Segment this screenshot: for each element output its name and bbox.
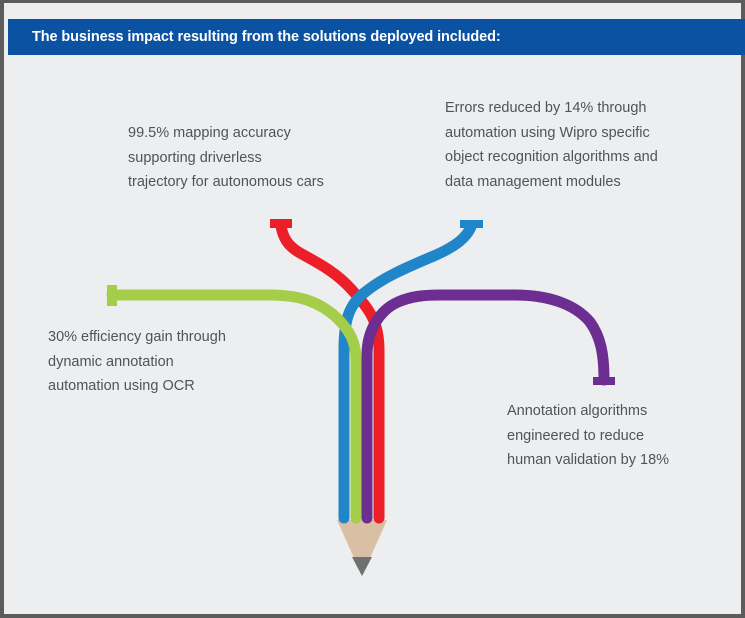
purple-line — [361, 289, 610, 524]
header-banner: The business impact resulting from the s… — [8, 19, 745, 55]
callout-line: data management modules — [445, 173, 621, 190]
callout-line: supporting driverless — [128, 149, 262, 166]
callout-line: engineered to reduce — [507, 427, 645, 444]
pencil-graphite-tip — [352, 557, 372, 576]
callout-mapping-accuracy: 99.5% mapping accuracy supporting driver… — [128, 121, 324, 195]
callout-line: object recognition algorithms and — [445, 149, 658, 165]
callout-line: automation using Wipro specific — [445, 124, 650, 141]
callout-line: dynamic annotation — [48, 353, 174, 370]
callout-errors-reduced: Errors reduced by 14% through automation… — [445, 96, 658, 194]
callout-line: human validation by 18% — [507, 452, 670, 468]
callout-line: Errors reduced by 14% through — [445, 100, 647, 116]
red-end-cap — [270, 219, 292, 228]
callout-line: 99.5% mapping accuracy — [128, 125, 291, 141]
blue-end-cap — [460, 220, 483, 228]
green-end-cap — [107, 285, 117, 306]
green-branch — [106, 285, 362, 524]
pencil-wood — [337, 520, 387, 576]
callout-annotation-algorithms: Annotation algorithms engineered to redu… — [507, 399, 669, 473]
callout-line: trajectory for autonomous cars — [128, 174, 324, 190]
purple-branch — [361, 289, 615, 524]
callout-efficiency-gain: 30% efficiency gain through dynamic anno… — [48, 325, 226, 399]
purple-end-cap — [593, 377, 615, 385]
callout-line: Annotation algorithms — [507, 403, 648, 419]
callout-line: automation using OCR — [48, 378, 195, 394]
green-line — [106, 289, 362, 524]
callout-line: 30% efficiency gain through — [48, 329, 226, 345]
header-title: The business impact resulting from the s… — [32, 29, 501, 45]
